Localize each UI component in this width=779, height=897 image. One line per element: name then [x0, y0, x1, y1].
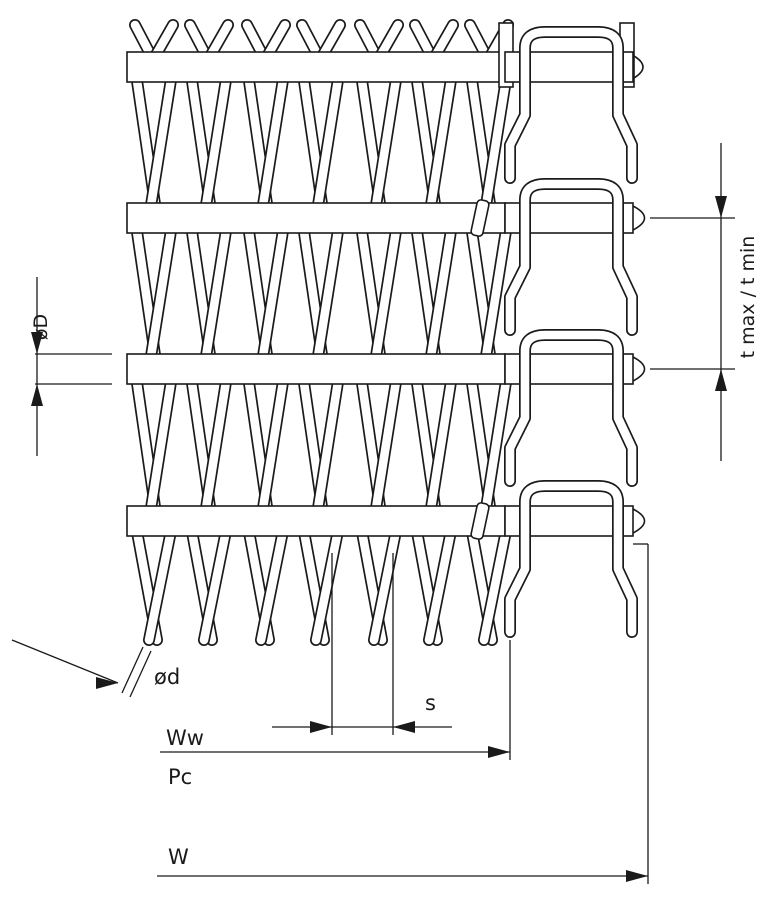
coil-strand-4-1-b-core: [369, 62, 403, 223]
rod-head-top: [633, 55, 644, 79]
wire-dia-ext-1: [121, 646, 144, 694]
tmax-arrow-top: [715, 196, 727, 218]
dimension-lines: [11, 143, 735, 884]
edge-link-2-core: [505, 179, 637, 335]
rod-head-2: [632, 205, 646, 231]
edge-links: [504, 26, 638, 638]
cross-rod-1: [126, 51, 506, 83]
coil-strand-4-4-b-core: [369, 516, 403, 645]
coil-strand-1-1-b-core: [199, 62, 233, 223]
coil-strand-0-4-b-core: [144, 516, 178, 645]
label-tmax-tmin: t max / t min: [737, 236, 759, 359]
rod-head-3: [632, 356, 646, 382]
coil-strand-6-4-b-core: [479, 516, 513, 645]
tmax-arrow-bottom: [715, 369, 727, 391]
coil-strand-6-2-b-core: [479, 213, 513, 374]
rod-dia-arrow-top: [31, 332, 43, 354]
coil-strand-6-1-b-core: [479, 62, 513, 223]
coil-strand-2-1-b-core: [256, 62, 290, 223]
coil-strand-3-2-b-core: [311, 213, 345, 374]
label-pitch: Pc: [168, 765, 192, 789]
rod-stub-1: [470, 199, 490, 237]
label-width: W: [168, 845, 189, 869]
coil-strand-0-1-b-core: [144, 62, 178, 223]
label-wire-diameter: ød: [154, 665, 180, 689]
coil-strand-3-3-b-core: [311, 364, 345, 526]
spacing-arrow-left: [310, 721, 332, 733]
coil-strand-0-2-b-core: [144, 213, 178, 374]
coil-strand-5-1-b-core: [424, 62, 458, 223]
coil-strand-5-4-b-core: [424, 516, 458, 645]
wire-dia-ext-2: [129, 650, 152, 698]
wire-dia-leader: [11, 639, 119, 684]
rod-head-4: [632, 508, 646, 534]
coil-strand-1-3-b-core: [199, 364, 233, 526]
cross-rod-2: [126, 202, 506, 234]
coil-strand-4-3-b-core: [369, 364, 403, 526]
coil-strand-1-4-b-core: [199, 516, 233, 645]
coil-strand-3-4-b-core: [311, 516, 345, 645]
coil-strand-1-2-b-core: [199, 213, 233, 374]
wire-width-arrow: [488, 746, 510, 758]
cross-rods: [126, 51, 506, 540]
edge-link-1-core: [505, 27, 637, 183]
label-wire-width: Ww: [166, 726, 204, 750]
cross-rod-3: [126, 353, 506, 385]
edge-link-4-core: [505, 481, 637, 637]
label-rod-diameter: øD: [30, 314, 52, 340]
coil-strand-2-2-b-core: [256, 213, 290, 374]
coil-strand-0-3-b-core: [144, 364, 178, 526]
coil-strand-6-3-b-core: [479, 364, 513, 526]
coil-strand-5-3-b-core: [424, 364, 458, 526]
coil-strand-4-2-b-core: [369, 213, 403, 374]
label-spacing: s: [425, 691, 436, 715]
cross-rod-4: [126, 505, 506, 537]
edge-link-3-core: [505, 330, 637, 486]
width-arrow: [626, 870, 648, 882]
rod-stub-2: [470, 502, 490, 540]
coil-strand-2-3-b-core: [256, 364, 290, 526]
spiral-coil-wires: [129, 19, 514, 646]
coil-strand-2-4-b-core: [256, 516, 290, 645]
spacing-arrow-right: [393, 721, 415, 733]
rod-dia-arrow-bottom: [31, 384, 43, 406]
coil-strand-3-1-b-core: [311, 62, 345, 223]
wire-dia-arrow: [96, 677, 118, 689]
coil-strand-5-2-b-core: [424, 213, 458, 374]
